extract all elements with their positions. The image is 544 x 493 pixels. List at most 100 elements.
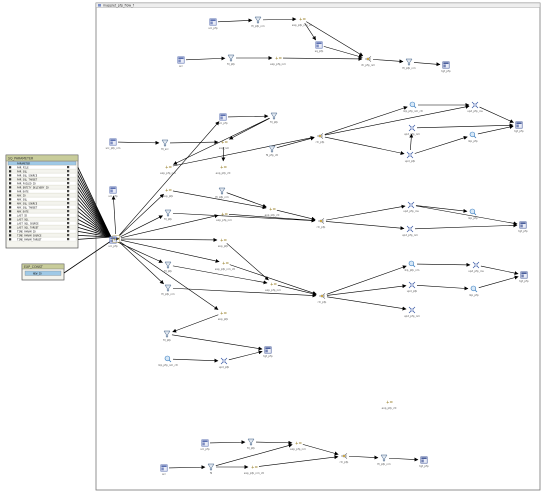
node-mapplet-input[interactable]: += — [112, 235, 121, 243]
node-label: upd_pfp_nm — [402, 233, 418, 237]
port-icon — [9, 198, 12, 201]
node-f3[interactable]: upd_pfp — [219, 357, 230, 369]
panel-row-bg — [7, 169, 77, 174]
svg-text:+=: += — [251, 464, 259, 469]
node-d0[interactable]: src_pfp — [108, 186, 118, 198]
panel-row[interactable]: MAX_DATE — [17, 210, 29, 213]
small-panel-row-band — [24, 270, 62, 276]
node-e5[interactable]: +=exp_pfp_nm_ctl — [215, 260, 235, 271]
node-h5[interactable]: fil — [207, 463, 215, 475]
node-g0[interactable]: +=exp_pfp_ctl — [382, 399, 397, 410]
node-e9[interactable]: upd_pfp — [407, 281, 418, 293]
source-icon — [109, 138, 117, 146]
node-c10[interactable]: upd_pfp — [405, 151, 416, 163]
node-e2[interactable]: fil_pfp — [164, 261, 172, 273]
node-label: exp_pfp_nm_ctl — [244, 471, 264, 475]
node-d4[interactable]: fil_pfp — [164, 209, 172, 221]
node-h2[interactable]: fil_pfp — [247, 438, 255, 450]
node-e12[interactable]: tgt_pfp — [519, 271, 529, 283]
link-arrow — [477, 125, 514, 135]
node-e3[interactable]: +=exp_pfp_nm — [265, 281, 281, 292]
node-c7[interactable]: lkp_pfp_nm_ctl — [403, 101, 423, 113]
node-d9[interactable]: upd_pfp_nm — [402, 225, 418, 237]
node-h8[interactable]: fil_pfp_nm — [377, 454, 391, 466]
node-e10[interactable]: lkp_pfp — [469, 285, 479, 297]
node-d8[interactable]: lkp_pfp — [468, 208, 478, 220]
panel-row[interactable]: TIME_PARAM_ID — [17, 230, 36, 233]
node-b2[interactable]: fil_pfp — [227, 54, 235, 66]
node-c6[interactable]: rtr_pfp — [316, 133, 325, 144]
node-e7[interactable]: lkp_pfp_nm — [405, 260, 420, 272]
node-a4[interactable]: sq_pfp — [315, 41, 324, 53]
node-d2[interactable]: fil_pfp_nm — [215, 187, 229, 199]
filter-icon — [163, 330, 171, 338]
node-h3[interactable]: +=exp_pfp_nm — [290, 440, 306, 451]
panel-row[interactable]: MAX_SQL — [17, 198, 28, 201]
node-c13[interactable]: fil_pfp_ctl — [266, 145, 279, 157]
constant-panel[interactable]: EXP_CONST NEW_ID — [21, 263, 65, 281]
node-c2[interactable]: src_pfp — [218, 113, 228, 125]
node-e6[interactable]: rtr_pfp — [318, 293, 327, 304]
panel-row[interactable]: PAR_SQL_TARGET — [17, 178, 38, 181]
node-c1[interactable]: fil_src — [161, 139, 169, 151]
node-b4[interactable]: fil_pfp_nm — [402, 58, 416, 70]
panel-row[interactable]: TIME_PARAM_SOURCE — [17, 234, 42, 237]
source-qualifier-panel[interactable]: SQ_PARAMETER PARAMETER PAR_FILEPAR_SQLPA… — [5, 154, 79, 249]
node-f2[interactable]: lkp_pfp_nm_ctl — [158, 355, 178, 367]
panel-row[interactable]: MAX_ID — [17, 194, 26, 197]
node-d3[interactable]: +=exp_pfp_ctl — [265, 206, 280, 217]
node-a1[interactable]: src_pfp — [208, 18, 218, 30]
node-d5[interactable]: +=exp_pfp_nm — [216, 211, 232, 222]
node-c4[interactable]: +=exp_nm — [219, 139, 230, 150]
panel-row[interactable]: PAR_DATE — [17, 190, 29, 193]
node-b1[interactable]: src — [177, 56, 185, 68]
panel-row[interactable]: PAR_SQL_SOURCE — [17, 174, 38, 177]
node-d10[interactable]: tgt_pfp — [518, 221, 528, 233]
node-e4[interactable]: fil_pfp_nm — [161, 284, 175, 296]
node-h9[interactable]: tgt_pfp — [419, 456, 429, 468]
node-a5[interactable]: rtr_pfp_nm — [361, 56, 376, 67]
node-label: fil_pfp — [270, 120, 278, 124]
panel-row[interactable]: MAX_SQL_SOURCE — [17, 202, 38, 205]
node-h1[interactable]: src_pfp — [200, 439, 210, 451]
node-f4[interactable]: tgt_pfp — [263, 346, 273, 358]
node-f1[interactable]: fil_pfp — [163, 330, 171, 342]
mapping-window[interactable]: mapplet_pfp_flow_f — [95, 2, 541, 491]
panel-row[interactable]: LAST_SQL — [17, 218, 29, 221]
node-a3[interactable]: +=exp_pfp_nm_ctl — [292, 16, 312, 27]
node-d1[interactable]: +=exp_pfp — [163, 187, 174, 198]
node-e8[interactable]: upd_pfp_ins — [468, 261, 484, 273]
node-c5[interactable]: +=exp_pfp_nm — [160, 164, 176, 175]
node-c11[interactable]: upd_pfp_nm — [404, 124, 420, 136]
node-label: exp_pfp_nm — [216, 218, 232, 222]
node-a2[interactable]: fil_pfp_nm — [251, 16, 265, 28]
node-c0[interactable]: src_pfp_nm — [106, 138, 121, 150]
node-e11[interactable]: upd_pfp_nm — [404, 306, 420, 318]
panel-row[interactable]: LAST_SQL_SOURCE — [17, 222, 39, 225]
panel-row[interactable]: PAR_ENTITY_DELIVERY_ID — [17, 186, 49, 189]
node-h7[interactable]: rtr_pfp — [340, 453, 349, 464]
node-d7[interactable]: upd_pfp_ins — [403, 201, 419, 213]
panel-row-bg — [7, 237, 77, 242]
node-c12[interactable]: tgt_pfp — [514, 121, 524, 133]
panel-row[interactable]: PAR_FAILED_ID — [17, 182, 36, 185]
port-icon — [9, 230, 12, 233]
panel-row[interactable]: LAST_ID — [17, 214, 28, 217]
node-h6[interactable]: += exp_pfp_nm_ctl — [244, 464, 264, 475]
node-c9[interactable]: lkp_pfp — [468, 131, 478, 143]
panel-row[interactable]: PAR_FILE — [17, 166, 29, 169]
panel-row[interactable]: TIME_PARAM_TARGET — [17, 238, 42, 241]
node-c3[interactable]: fil_pfp — [270, 112, 278, 124]
node-b3[interactable]: +=exp_pfp_nm — [270, 55, 286, 66]
link-arrow — [172, 265, 268, 285]
node-d6[interactable]: rtr_pfp — [317, 218, 326, 229]
node-h4[interactable]: src — [160, 464, 168, 476]
panel-row[interactable]: PAR_SQL — [17, 170, 28, 173]
panel-row[interactable]: LAST_SQL_TARGET — [17, 226, 39, 229]
node-c8[interactable]: upd_pfp_ins — [467, 101, 483, 113]
node-b5[interactable]: tgt_pfp — [441, 61, 451, 73]
node-m0[interactable]: +=exp_pfp_ctl — [216, 164, 231, 175]
node-f0[interactable]: +=exp_pfp — [218, 310, 229, 321]
panel-row[interactable]: MAX_SQL_TARGET — [17, 206, 38, 209]
node-e1[interactable]: +=exp_pfp — [218, 237, 229, 248]
